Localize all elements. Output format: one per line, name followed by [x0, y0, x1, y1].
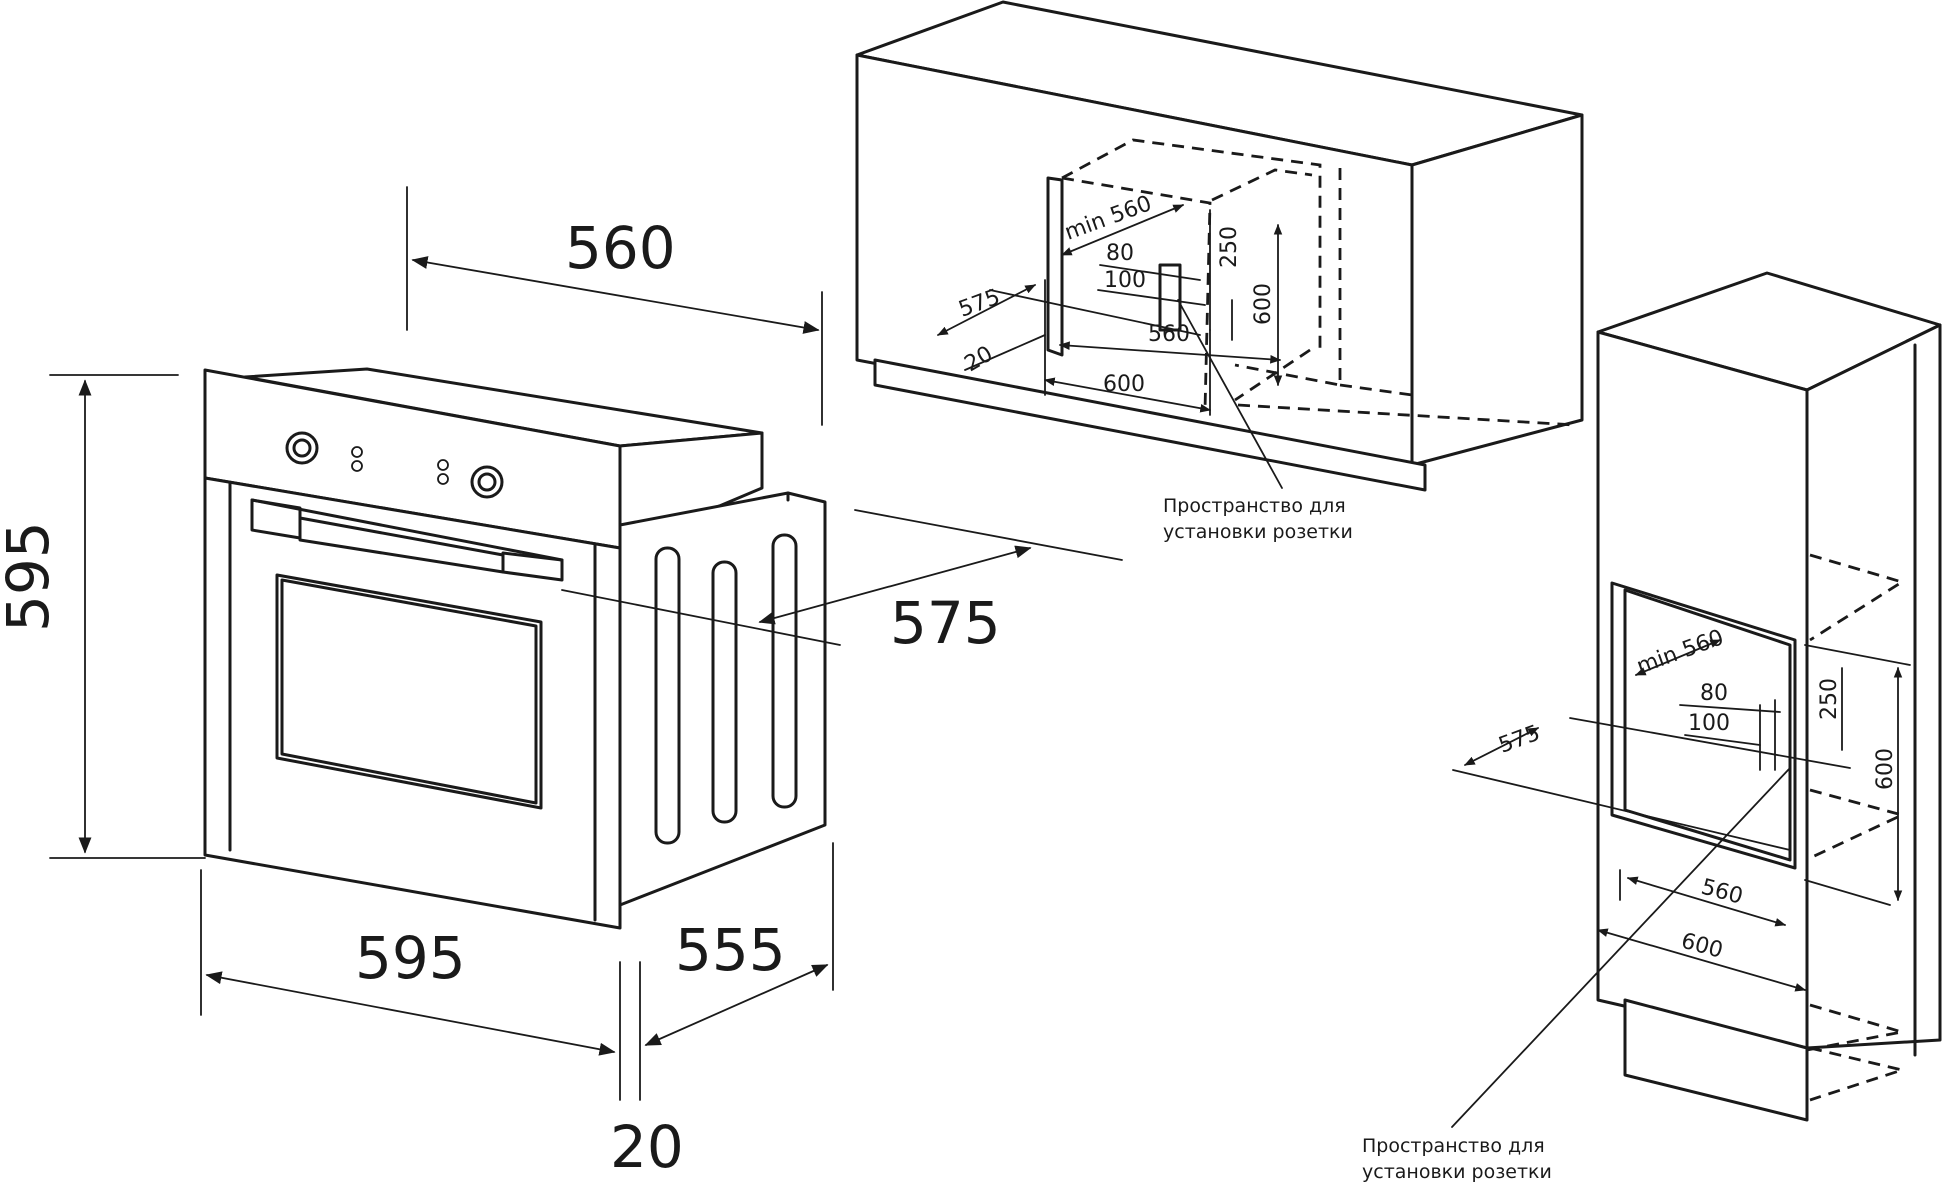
dim-width: 595: [355, 924, 466, 992]
dim-600-col: 600: [1873, 748, 1898, 790]
dim-560: 560: [1148, 322, 1190, 347]
socket-note-col-line2: установки розетки: [1362, 1161, 1552, 1183]
cabinet-side: [1410, 113, 1584, 467]
dim-front-thickness: 20: [610, 1113, 684, 1181]
dim-250: 250: [1217, 226, 1242, 268]
oven-body-side: [618, 491, 827, 907]
dim-80: 80: [1106, 241, 1134, 266]
dim-600-width: 600: [1103, 372, 1145, 397]
oven-window: [275, 573, 543, 810]
indicator-icon: [351, 446, 363, 458]
side-vent: [711, 560, 738, 824]
socket-note-line1: Пространство для: [1163, 495, 1346, 517]
oven-drawing: [203, 367, 827, 930]
dim-575-col: 575: [1496, 721, 1544, 759]
column-plinth: [1623, 998, 1809, 1122]
dim-depth-total: 575: [890, 589, 1001, 657]
column-side: [1805, 323, 1942, 1050]
dim-depth-body: 555: [675, 916, 786, 984]
cabinet-plinth: [873, 358, 1427, 492]
socket-note-line2: установки розетки: [1163, 521, 1353, 543]
knob-left-icon: [285, 431, 319, 465]
knob-right-icon: [470, 465, 504, 499]
dim-250-col: 250: [1817, 678, 1842, 720]
dim-80-col: 80: [1700, 681, 1728, 706]
dim-100-col: 100: [1688, 711, 1730, 736]
dim-top-width: 560: [565, 214, 676, 282]
cabinet-under-counter: min 560 80 100 250 600 575 560 20 600 Пр…: [855, 0, 1584, 543]
oven-dimensions: 560 595 595 20 555 575: [0, 186, 1123, 1181]
dim-600-height: 600: [1251, 283, 1276, 325]
side-vent: [654, 546, 681, 845]
socket-note-col-line1: Пространство для: [1362, 1135, 1545, 1157]
dim-100: 100: [1104, 268, 1146, 293]
dim-height: 595: [0, 521, 62, 632]
side-vent: [771, 533, 798, 809]
